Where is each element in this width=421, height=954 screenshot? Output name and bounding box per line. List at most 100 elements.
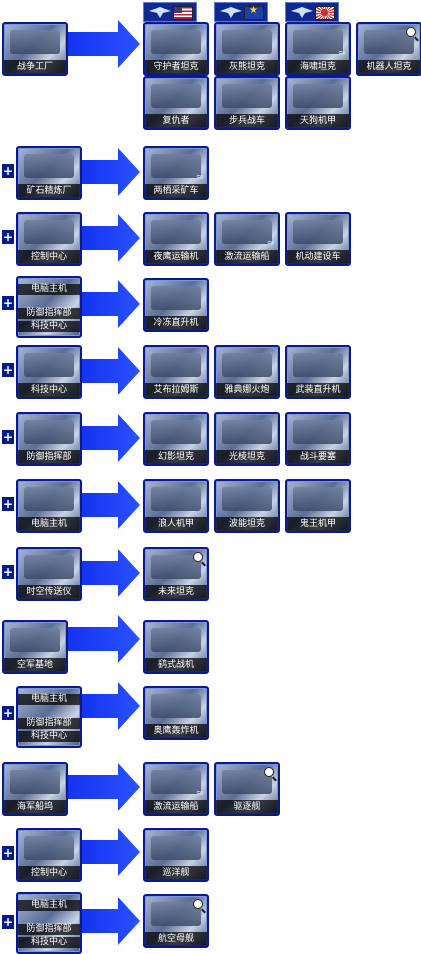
plus-icon: + — [2, 164, 14, 178]
unit-card[interactable]: 艾布拉姆斯 — [143, 345, 209, 399]
building-air-force-base[interactable]: 空军基地 — [2, 620, 68, 674]
unit-card[interactable]: ≈ 激流运输船 — [143, 762, 209, 816]
unit-label: 武装直升机 — [287, 383, 349, 397]
building-label: 电脑主机 — [18, 517, 80, 531]
building-tech-center[interactable]: 科技中心 — [16, 345, 82, 399]
arrow-icon — [82, 414, 140, 462]
amphibious-icon: ≈ — [266, 238, 275, 249]
detector-icon — [406, 27, 416, 37]
arrow-icon — [66, 615, 140, 663]
unit-label: 机动建设车 — [287, 250, 349, 264]
plus-icon: + — [2, 497, 14, 511]
unit-label: 未来坦克 — [145, 585, 207, 599]
arrow-icon — [82, 682, 140, 730]
arrow-icon — [82, 481, 140, 529]
unit-label: 幻影坦克 — [145, 450, 207, 464]
plus-icon: + — [2, 565, 14, 579]
building-multi-prereq[interactable]: 电脑主机 防御指挥部 科技中心 — [16, 686, 82, 748]
building-multi-prereq[interactable]: 电脑主机 防御指挥部 科技中心 — [16, 276, 82, 338]
unit-card[interactable]: 雅典娜火炮 — [214, 345, 280, 399]
unit-card[interactable]: 鬼王机甲 — [285, 479, 351, 533]
unit-card[interactable]: 步兵战车 — [214, 76, 280, 130]
unit-card[interactable]: ≈ 两栖采矿车 — [143, 146, 209, 200]
unit-card[interactable]: 天狗机甲 — [285, 76, 351, 130]
unit-card[interactable]: 灰熊坦克 — [214, 22, 280, 76]
allied-eagle-icon — [149, 7, 171, 18]
building-control-center[interactable]: 控制中心 — [16, 212, 82, 266]
building-control-center[interactable]: 控制中心 — [16, 828, 82, 882]
unit-card[interactable]: 奥鹰轰炸机 — [143, 686, 209, 740]
arrow-icon — [66, 20, 140, 68]
detector-icon — [264, 767, 274, 777]
unit-label: 激流运输船 — [145, 800, 207, 814]
plus-icon: + — [2, 846, 14, 860]
allied-eagle-icon — [291, 7, 313, 18]
arrow-icon — [82, 549, 140, 597]
unit-card[interactable]: ≈ 海啸坦克 — [285, 22, 351, 76]
allied-eagle-icon — [220, 7, 242, 18]
plus-icon: + — [2, 296, 14, 310]
unit-label: 复仇者 — [145, 114, 207, 128]
building-label: 科技中心 — [18, 383, 80, 397]
prereq-label: 防御指挥部 — [18, 308, 80, 319]
building-naval-shipyard[interactable]: 海军船坞 — [2, 762, 68, 816]
building-ore-refinery[interactable]: 矿石精炼厂 — [16, 146, 82, 200]
unit-label: 浪人机甲 — [145, 517, 207, 531]
building-multi-prereq[interactable]: 电脑主机 防御指挥部 科技中心 — [16, 892, 82, 954]
unit-card[interactable]: 波能坦克 — [214, 479, 280, 533]
unit-card[interactable]: 夜鹰运输机 — [143, 212, 209, 266]
unit-label: 鬼王机甲 — [287, 517, 349, 531]
unit-label: 两栖采矿车 — [145, 184, 207, 198]
unit-label: 激流运输船 — [216, 250, 278, 264]
arrow-icon — [82, 214, 140, 262]
unit-label: 航空母舰 — [145, 932, 207, 946]
unit-card[interactable]: 航空母舰 — [143, 894, 209, 948]
building-label: 矿石精炼厂 — [18, 184, 80, 198]
plus-icon: + — [2, 430, 14, 444]
unit-card[interactable]: 未来坦克 — [143, 547, 209, 601]
unit-label: 波能坦克 — [216, 517, 278, 531]
arrow-icon — [82, 828, 140, 876]
prereq-label: 防御指挥部 — [18, 718, 80, 729]
amphibious-icon: ≈ — [195, 788, 204, 799]
building-war-factory[interactable]: 战争工厂 — [2, 22, 68, 76]
prereq-label: 电脑主机 — [18, 900, 80, 911]
building-chronosphere[interactable]: 时空传送仪 — [16, 547, 82, 601]
unit-card[interactable]: 浪人机甲 — [143, 479, 209, 533]
arrow-icon — [82, 280, 140, 328]
unit-card[interactable]: 鹞式战机 — [143, 620, 209, 674]
faction-badge-usa — [143, 2, 197, 22]
building-label: 海军船坞 — [4, 800, 66, 814]
plus-icon: + — [2, 706, 14, 720]
unit-label: 步兵战车 — [216, 114, 278, 128]
unit-label: 灰熊坦克 — [216, 60, 278, 74]
unit-card[interactable]: 巡洋舰 — [143, 828, 209, 882]
unit-card[interactable]: 守护者坦克 — [143, 22, 209, 76]
unit-card[interactable]: ≈ 激流运输船 — [214, 212, 280, 266]
unit-card[interactable]: 机动建设车 — [285, 212, 351, 266]
detector-icon — [193, 899, 203, 909]
unit-card[interactable]: 武装直升机 — [285, 345, 351, 399]
unit-label: 驱逐舰 — [216, 800, 278, 814]
unit-label: 冷冻直升机 — [145, 316, 207, 330]
unit-card[interactable]: 战斗要塞 — [285, 412, 351, 466]
unit-card[interactable]: 驱逐舰 — [214, 762, 280, 816]
building-label: 控制中心 — [18, 866, 80, 880]
unit-card[interactable]: 冷冻直升机 — [143, 278, 209, 332]
unit-label: 巡洋舰 — [145, 866, 207, 880]
building-label: 战争工厂 — [4, 60, 66, 74]
unit-card[interactable]: 机器人坦克 — [356, 22, 421, 76]
prereq-label: 电脑主机 — [18, 284, 80, 295]
building-defense-command[interactable]: 防御指挥部 — [16, 412, 82, 466]
amphibious-icon: ≈ — [195, 172, 204, 183]
building-mainframe[interactable]: 电脑主机 — [16, 479, 82, 533]
unit-card[interactable]: 复仇者 — [143, 76, 209, 130]
prereq-label: 科技中心 — [18, 321, 80, 332]
building-label: 控制中心 — [18, 250, 80, 264]
detector-icon — [193, 552, 203, 562]
unit-label: 光棱坦克 — [216, 450, 278, 464]
unit-card[interactable]: 光棱坦克 — [214, 412, 280, 466]
prereq-label: 电脑主机 — [18, 694, 80, 705]
unit-card[interactable]: 幻影坦克 — [143, 412, 209, 466]
